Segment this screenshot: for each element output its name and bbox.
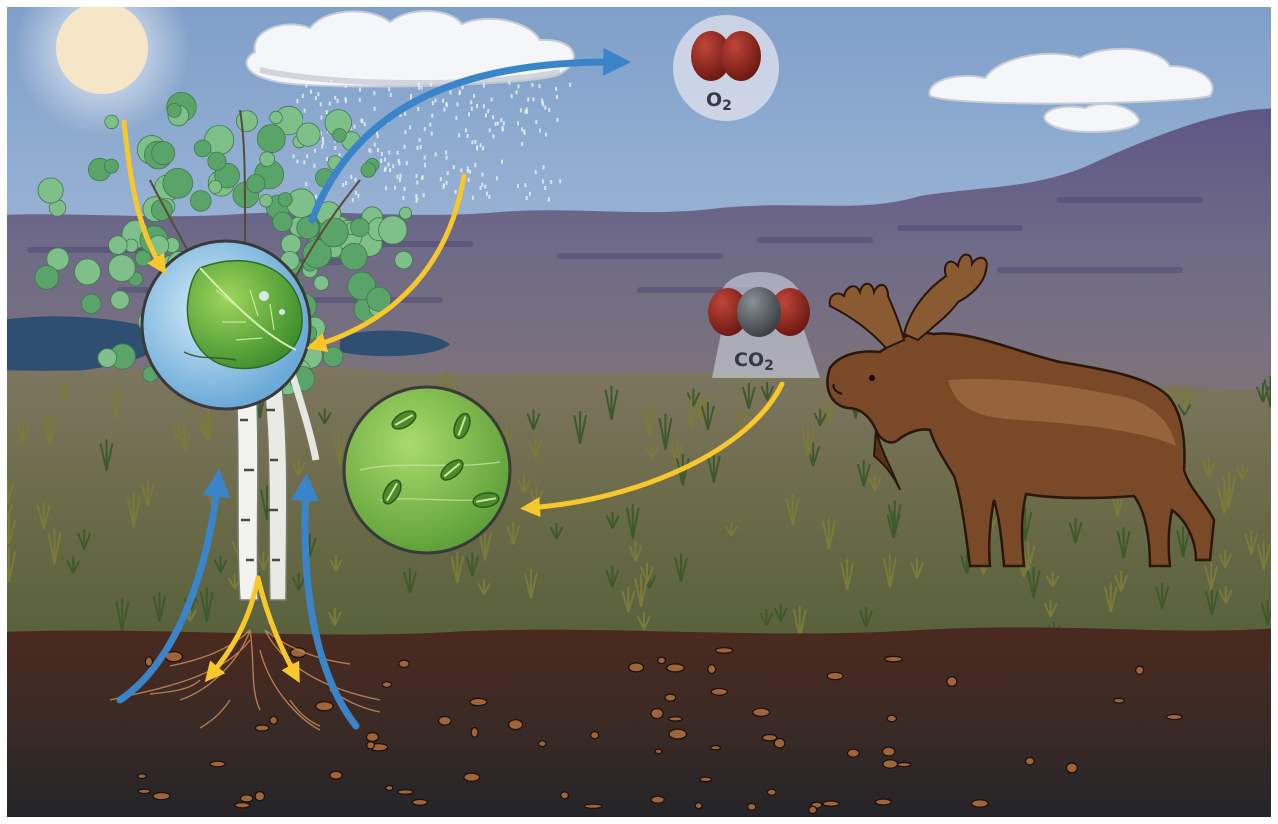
soil-layer (0, 627, 1278, 824)
oxygen-molecule: O2 (673, 15, 779, 121)
stomata-icon (344, 387, 510, 553)
leaf-bubble (142, 241, 310, 409)
